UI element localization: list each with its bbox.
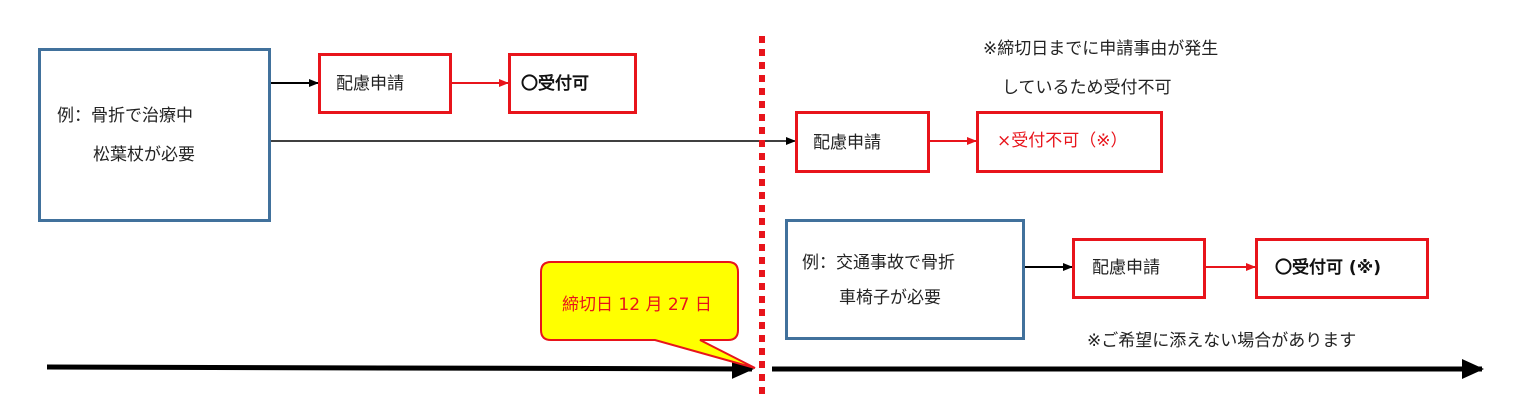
deadline-callout-shape <box>540 261 756 369</box>
example-case2-line2: 車椅子が必要 <box>839 288 941 308</box>
example-case1-line1: 例：骨折で治療中 <box>57 106 193 126</box>
request-box-lower <box>795 111 930 173</box>
result-lower-label: ×受付不可（※） <box>997 131 1128 151</box>
request-case2-label: 配慮申請 <box>1092 258 1160 278</box>
note-line2: しているため受付不可 <box>1002 78 1172 98</box>
request-lower-label: 配慮申請 <box>813 133 881 153</box>
result-case2-label: 〇受付可 (※) <box>1275 258 1381 278</box>
example-box-case2 <box>785 219 1025 340</box>
timeline-before-deadline <box>46 358 754 379</box>
result-box-upper <box>508 53 637 114</box>
request-box-upper <box>318 53 452 114</box>
note-line1: ※締切日までに申請事由が発生 <box>983 39 1219 59</box>
deadline-label: 締切日 12 月 27 日 <box>562 295 712 315</box>
example-box-case1 <box>38 48 271 222</box>
example-case1-line2: 松葉杖が必要 <box>93 145 195 165</box>
example-case2-line1: 例：交通事故で骨折 <box>802 253 955 273</box>
request-box-case2 <box>1072 238 1206 299</box>
result-box-case2 <box>1255 238 1429 299</box>
request-upper-label: 配慮申請 <box>336 74 404 94</box>
result-box-lower <box>976 111 1163 173</box>
result-upper-label: 〇受付可 <box>521 74 589 94</box>
note-bottom: ※ご希望に添えない場合があります <box>1087 331 1357 351</box>
